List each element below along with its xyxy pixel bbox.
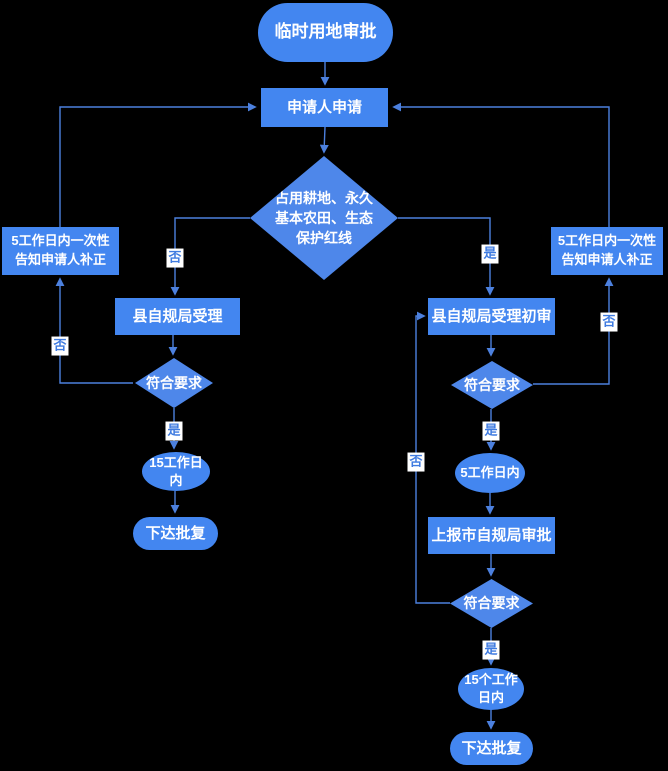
node-start-label: 临时用地审批 bbox=[274, 22, 377, 42]
node-notify-correct-right-label: 5工作日内一次性告知申请人补正 bbox=[557, 233, 657, 267]
edge-notify-right-apply bbox=[392, 102, 610, 227]
node-days15-right-label: 15个工作日内 bbox=[464, 672, 518, 705]
node-issue-approval-right-label: 下达批复 bbox=[461, 739, 522, 757]
edge-label-no-check1: 否 bbox=[51, 336, 69, 356]
node-issue-approval-right: 下达批复 bbox=[450, 732, 533, 765]
node-days15-right: 15个工作日内 bbox=[458, 668, 524, 710]
node-county-prelim-review-label: 县自规局受理初审 bbox=[431, 307, 552, 325]
node-check-requirements-right-1-label: 符合要求 bbox=[464, 376, 520, 393]
edge-decision-county-prelim bbox=[398, 217, 495, 296]
node-days5-right-label: 5工作日内 bbox=[460, 465, 520, 481]
node-start: 临时用地审批 bbox=[258, 3, 393, 62]
edge-label-yes-check2: 是 bbox=[482, 421, 500, 441]
node-issue-approval-left: 下达批复 bbox=[133, 517, 218, 550]
node-days15-left: 15工作日内 bbox=[142, 452, 210, 491]
edge-apply-decision bbox=[319, 126, 329, 154]
node-days5-right: 5工作日内 bbox=[455, 453, 525, 493]
node-notify-correct-left: 5工作日内一次性告知申请人补正 bbox=[2, 227, 119, 275]
node-county-prelim-review: 县自规局受理初审 bbox=[428, 298, 555, 335]
edge-check1-notify-left bbox=[55, 277, 133, 384]
node-notify-correct-left-label: 5工作日内一次性告知申请人补正 bbox=[11, 233, 110, 267]
node-county-accept-label: 县自规局受理 bbox=[132, 307, 223, 325]
edge-label-yes-decision-right: 是 bbox=[481, 244, 499, 264]
node-report-city-bureau-label: 上报市自规局审批 bbox=[431, 526, 552, 544]
node-county-accept: 县自规局受理 bbox=[115, 298, 240, 335]
node-check-requirements-left-label: 符合要求 bbox=[146, 374, 202, 391]
node-issue-approval-left-label: 下达批复 bbox=[145, 524, 206, 542]
node-notify-correct-right: 5工作日内一次性告知申请人补正 bbox=[551, 227, 663, 275]
edge-notify-left-apply bbox=[59, 102, 257, 227]
node-report-city-bureau: 上报市自规局审批 bbox=[428, 517, 555, 554]
edge-label-no-check3: 否 bbox=[407, 452, 425, 472]
node-decision-redline-label: 占用耕地、永久基本农田、生态保护红线 bbox=[275, 189, 373, 247]
edge-decision-county-accept bbox=[170, 217, 250, 296]
edge-label-yes-check1: 是 bbox=[165, 421, 183, 441]
edge-label-no-check2: 否 bbox=[600, 312, 618, 332]
node-applicant-apply-label: 申请人申请 bbox=[286, 98, 362, 116]
edge-label-yes-check3: 是 bbox=[482, 640, 500, 660]
node-applicant-apply: 申请人申请 bbox=[261, 88, 388, 127]
node-check-requirements-right-2-label: 符合要求 bbox=[463, 595, 520, 612]
node-days15-left-label: 15工作日内 bbox=[149, 454, 203, 488]
edge-label-no-decision-left: 否 bbox=[166, 248, 184, 268]
